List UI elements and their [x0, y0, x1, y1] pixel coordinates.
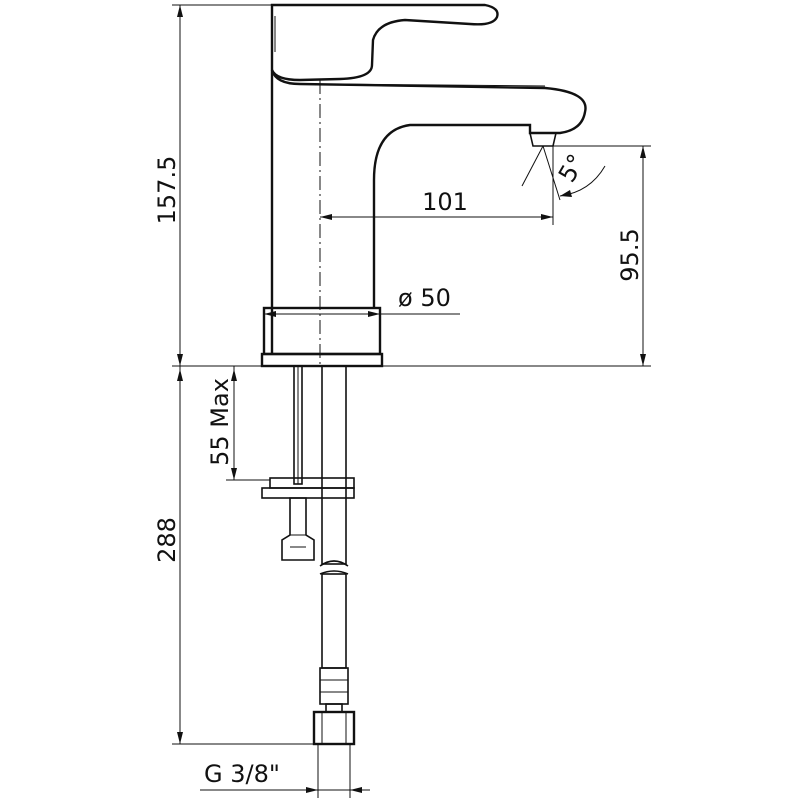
washer [261, 487, 355, 499]
aerator [529, 132, 557, 147]
max-deck-thickness-label: 55 Max [206, 378, 234, 466]
hose-break-upper [319, 560, 349, 567]
hose-ferrule [319, 667, 349, 705]
spout-height-label: 95.5 [616, 228, 644, 281]
spout-angle-label: 5° [553, 149, 591, 187]
braided-hose-lower [321, 573, 347, 669]
braided-hose-upper [321, 365, 347, 565]
connection-thread-label: G 3/8" [204, 760, 280, 788]
base-plate [260, 352, 384, 368]
spout-reach-label: 101 [422, 188, 468, 216]
under-deck-parts [261, 365, 356, 746]
dimension-lines [172, 4, 651, 798]
base-diameter-label: ø 50 [398, 284, 451, 312]
hose-break-lower [319, 570, 349, 575]
coupling [281, 497, 315, 561]
hose-length-label: 288 [153, 517, 181, 563]
total-height-label: 157.5 [153, 156, 181, 225]
lever-handle [270, 3, 499, 82]
fixing-nut [269, 477, 355, 489]
faucet-body [260, 3, 587, 368]
dimension-labels: 157.5 288 55 Max 95.5 101 ø 50 5° G 3/8" [153, 149, 644, 788]
connection-nut [312, 710, 356, 746]
base-ring [262, 306, 382, 356]
